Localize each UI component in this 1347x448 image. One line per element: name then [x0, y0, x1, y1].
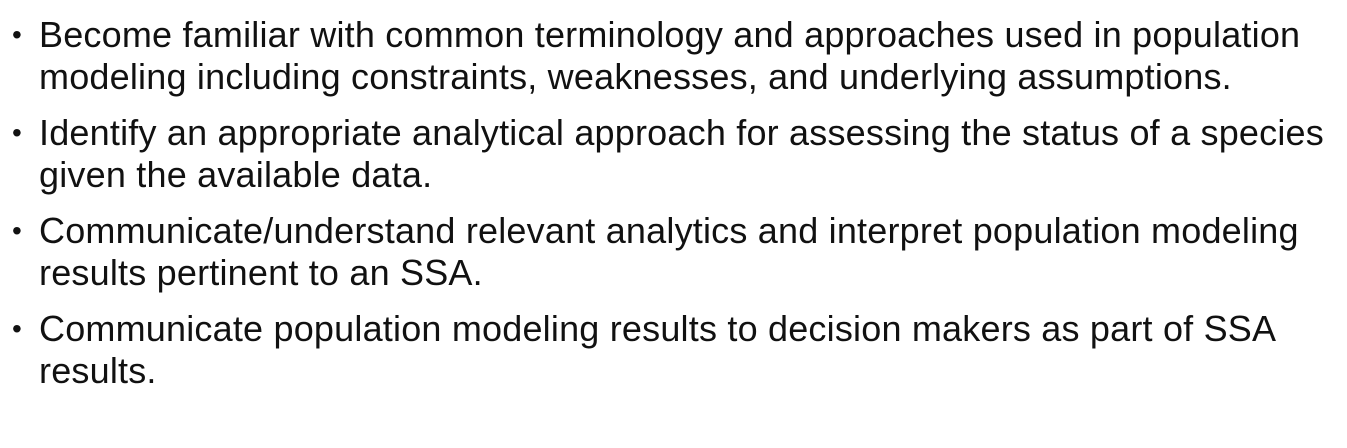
bullet-marker-icon: •	[12, 19, 23, 50]
bullet-text: Become familiar with common terminology …	[39, 14, 1301, 97]
bullet-text: Communicate population modeling results …	[39, 308, 1275, 391]
bullet-text: Identify an appropriate analytical appro…	[39, 112, 1324, 195]
list-item: • Become familiar with common terminolog…	[12, 14, 1332, 98]
bullet-marker-icon: •	[12, 215, 23, 246]
bullet-list: • Become familiar with common terminolog…	[12, 14, 1332, 392]
bullet-text: Communicate/understand relevant analytic…	[39, 210, 1299, 293]
bullet-marker-icon: •	[12, 313, 23, 344]
list-item: • Communicate/understand relevant analyt…	[12, 210, 1332, 294]
bullet-marker-icon: •	[12, 117, 23, 148]
list-item: • Identify an appropriate analytical app…	[12, 112, 1332, 196]
list-item: • Communicate population modeling result…	[12, 308, 1332, 392]
